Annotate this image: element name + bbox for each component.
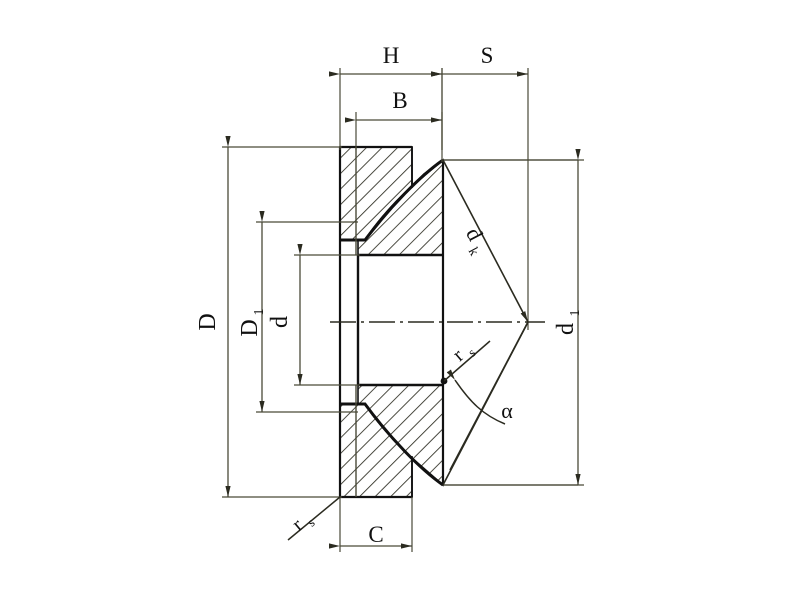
dimension-label-d1: d 1 bbox=[553, 310, 583, 336]
dimension-C: C bbox=[329, 497, 413, 552]
angle-arc-alpha bbox=[446, 369, 506, 425]
inner-ring-chamfer-upper bbox=[411, 159, 444, 187]
spherical-contact-arc-lower bbox=[340, 402, 444, 487]
dimension-label-d1-base: d bbox=[553, 323, 579, 335]
dimension-D: D bbox=[195, 136, 342, 498]
leader-line-rs-bottom-left bbox=[287, 496, 341, 541]
dimension-label-alpha: α bbox=[501, 398, 513, 423]
dimension-label-S: S bbox=[481, 43, 494, 68]
dimension-label-D1: D 1 bbox=[237, 309, 267, 337]
dimension-label-H: H bbox=[383, 43, 400, 68]
dimension-label-B: B bbox=[392, 88, 407, 113]
dimension-d: d bbox=[267, 244, 360, 386]
dimension-label-D: D bbox=[195, 313, 221, 330]
dimension-label-D1-base: D bbox=[237, 319, 263, 336]
dimension-label-D1-sub: 1 bbox=[252, 309, 267, 316]
dimension-d1: d 1 bbox=[443, 149, 584, 486]
dimension-label-d: d bbox=[267, 316, 293, 328]
inner-ring-chamfer-lower bbox=[411, 457, 444, 486]
dimension-B: B bbox=[345, 88, 443, 150]
angle-alpha: α bbox=[442, 321, 529, 486]
angle-leg-lower-b bbox=[442, 321, 529, 486]
leader-line-rs-right bbox=[443, 340, 491, 382]
leader-line-dk bbox=[442, 159, 529, 323]
dimension-label-d1-sub: 1 bbox=[568, 310, 583, 317]
dimension-D1: D 1 bbox=[237, 211, 358, 413]
dimension-label-C: C bbox=[368, 522, 383, 547]
bearing-geometry bbox=[330, 145, 578, 499]
